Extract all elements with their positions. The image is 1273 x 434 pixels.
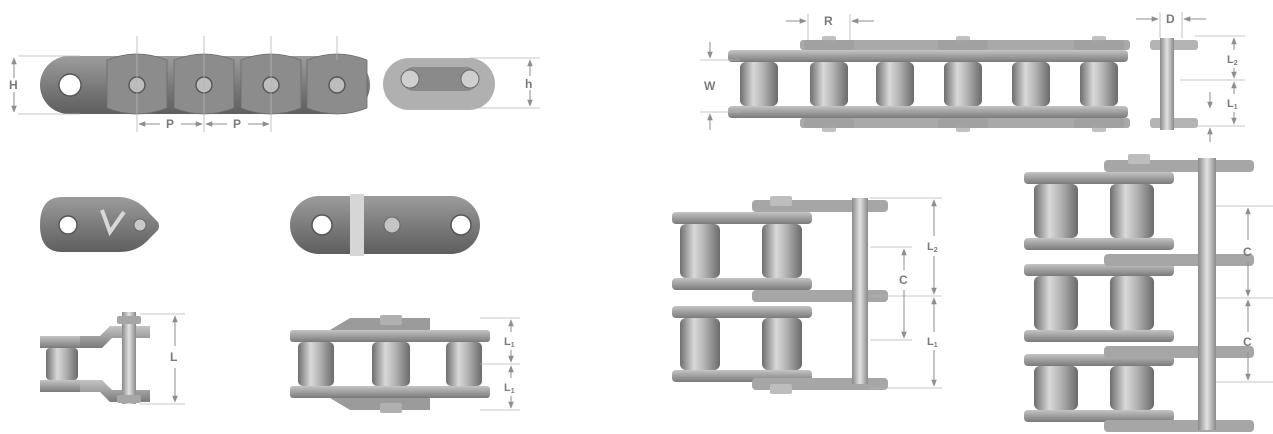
pin-head xyxy=(770,384,792,394)
duplex-inner-plate xyxy=(672,306,812,318)
label-C-triplex-2: C xyxy=(1243,335,1252,349)
pin-head xyxy=(770,196,792,206)
duplex-pin xyxy=(852,198,868,384)
label-W: W xyxy=(704,79,716,93)
connecting-pin xyxy=(1160,38,1174,130)
pin-hole xyxy=(328,76,346,94)
label-L1-lower: L1 xyxy=(504,382,515,395)
label-L2-top: L2 xyxy=(1227,54,1238,67)
triplex-outer-plate xyxy=(1104,160,1254,172)
simplex-top-view: W R D L2 L1 xyxy=(700,12,1245,142)
triplex-inner-plate xyxy=(1024,238,1174,250)
label-R: R xyxy=(824,14,833,28)
triplex-outer-plate xyxy=(1104,346,1254,358)
triplex-roller xyxy=(1034,276,1078,330)
roller xyxy=(810,62,848,106)
triplex-roller xyxy=(1034,366,1078,410)
roller xyxy=(1080,62,1118,106)
triplex-inner-plate xyxy=(1024,410,1174,422)
outer-plate-row-top xyxy=(800,40,1130,50)
duplex-roller xyxy=(680,318,720,370)
label-L1-upper: L1 xyxy=(504,336,515,349)
roller xyxy=(876,62,914,106)
outer-plate-row-bottom xyxy=(800,118,1130,128)
triplex-outer-plate xyxy=(1104,420,1254,432)
label-L: L xyxy=(170,350,177,364)
label-H: H xyxy=(9,78,18,92)
triplex-roller xyxy=(1034,184,1078,238)
triplex-roller xyxy=(1110,276,1154,330)
inner-plate-strip-bottom xyxy=(728,106,1128,118)
offset-link-top-view: L xyxy=(40,312,185,405)
offset-link-top-view-2: L1 L1 xyxy=(290,315,520,413)
roller xyxy=(1012,62,1050,106)
roller xyxy=(740,62,778,106)
duplex-roller xyxy=(762,318,802,370)
chain-side-view: H h P P xyxy=(9,36,540,132)
triplex-roller xyxy=(1110,366,1154,410)
label-C-triplex-1: C xyxy=(1243,245,1252,259)
duplex-top-view: L2 L1 C xyxy=(672,196,942,394)
inner-plate-strip-top xyxy=(728,50,1128,62)
pin-head xyxy=(1128,154,1150,164)
triplex-top-view: C C xyxy=(1024,154,1273,432)
duplex-inner-plate xyxy=(672,278,812,290)
spring-clip xyxy=(402,67,478,91)
label-D: D xyxy=(1166,12,1175,26)
triplex-inner-plate xyxy=(1024,330,1174,342)
label-L1-top: L1 xyxy=(1227,98,1238,111)
roller xyxy=(944,62,982,106)
triplex-outer-plate xyxy=(1104,254,1254,266)
pin-hole xyxy=(58,73,82,97)
label-h: h xyxy=(525,77,532,91)
label-P-1: P xyxy=(166,117,174,131)
offset-link-side xyxy=(290,194,480,256)
triplex-pin xyxy=(1198,158,1216,430)
label-P-2: P xyxy=(233,117,241,131)
label-L2-duplex: L2 xyxy=(927,241,938,254)
duplex-inner-plate xyxy=(672,212,812,224)
triplex-roller xyxy=(1110,184,1154,238)
duplex-roller xyxy=(762,224,802,278)
label-C-duplex: C xyxy=(899,273,908,287)
triplex-inner-plate xyxy=(1024,264,1174,276)
offset-plate-side xyxy=(40,197,159,252)
duplex-roller xyxy=(680,224,720,278)
label-L1-duplex: L1 xyxy=(927,336,938,349)
triplex-inner-plate xyxy=(1024,172,1174,184)
